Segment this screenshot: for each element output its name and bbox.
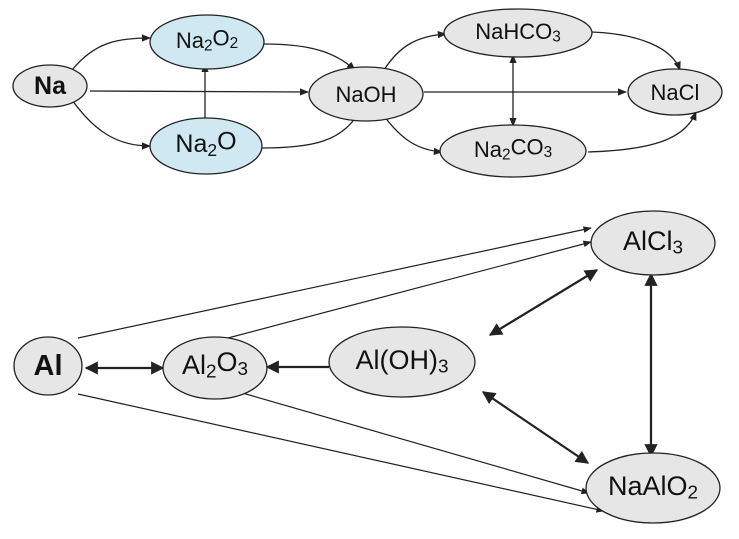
edge-aloh3-naalo2 (481, 391, 590, 464)
edge-na-to-naoh (89, 88, 309, 96)
edge-naoh-to-nahco3 (383, 30, 447, 71)
edge-naoh-to-na2co3 (383, 115, 443, 155)
node-na2co3-ellipse (439, 124, 587, 178)
node-na2o2-ellipse (149, 14, 265, 70)
edge-na2o2-to-naoh (263, 43, 356, 71)
edge-na-to-na2o (71, 99, 151, 150)
node-naalo2-label: NaAlO2 (608, 471, 698, 503)
sodium-edges (71, 30, 697, 155)
node-na-label: Na (34, 72, 67, 100)
node-nahco3-ellipse (443, 8, 593, 58)
node-al2o3-label: Al2O3 (182, 347, 248, 382)
node-nacl-ellipse (627, 68, 723, 116)
sodium-nodes: Na Na2O2 Na2O NaOH NaHCO3 Na2CO3 NaCl (12, 8, 723, 178)
node-na2o-label: Na2O (175, 127, 236, 160)
node-al2o3: Al2O3 (162, 336, 268, 400)
node-naoh-label: NaOH (335, 82, 396, 107)
node-naalo2-ellipse (585, 452, 721, 524)
node-na2o2: Na2O2 (149, 14, 265, 70)
edge-na2co3-to-nacl (587, 111, 697, 153)
aluminum-edges (77, 226, 658, 513)
node-aloh3-ellipse (328, 326, 476, 398)
node-naoh-ellipse (308, 66, 424, 122)
node-alcl3-label: AlCl3 (623, 226, 683, 258)
node-na2o: Na2O (149, 117, 263, 175)
aluminum-nodes: Al Al2O3 Al(OH)3 AlCl3 NaAlO2 (13, 210, 721, 524)
node-al2o3-ellipse (162, 336, 268, 400)
edge-al2o3-to-naalo2 (231, 389, 590, 495)
node-alcl3: AlCl3 (590, 210, 716, 276)
node-nahco3-label: NaHCO3 (475, 19, 561, 45)
node-nahco3: NaHCO3 (443, 8, 593, 58)
node-al: Al (13, 336, 83, 396)
edge-aloh3-alcl3 (488, 269, 599, 336)
node-al-label: Al (34, 350, 63, 382)
node-aloh3-label: Al(OH)3 (355, 345, 448, 377)
node-aloh3: Al(OH)3 (328, 326, 476, 398)
edge-al-to-alcl3 (77, 226, 592, 339)
node-naoh: NaOH (308, 66, 424, 122)
node-nacl: NaCl (627, 68, 723, 116)
edge-al-to-naalo2 (77, 393, 605, 513)
node-al-ellipse (13, 336, 83, 396)
node-naalo2: NaAlO2 (585, 452, 721, 524)
edge-na2o-to-naoh (261, 116, 357, 149)
node-na-ellipse (12, 64, 88, 108)
node-na2o2-label: Na2O2 (176, 25, 238, 54)
node-nacl-label: NaCl (651, 80, 700, 105)
node-na2co3: Na2CO3 (439, 124, 587, 178)
node-na2co3-label: Na2CO3 (474, 134, 552, 163)
node-na: Na (12, 64, 88, 108)
node-alcl3-ellipse (590, 210, 716, 276)
edge-al2o3-to-alcl3 (227, 240, 592, 339)
edge-na-to-na2o2 (71, 34, 151, 71)
edge-nahco3-to-nacl (591, 31, 681, 71)
node-na2o-ellipse (149, 117, 263, 175)
